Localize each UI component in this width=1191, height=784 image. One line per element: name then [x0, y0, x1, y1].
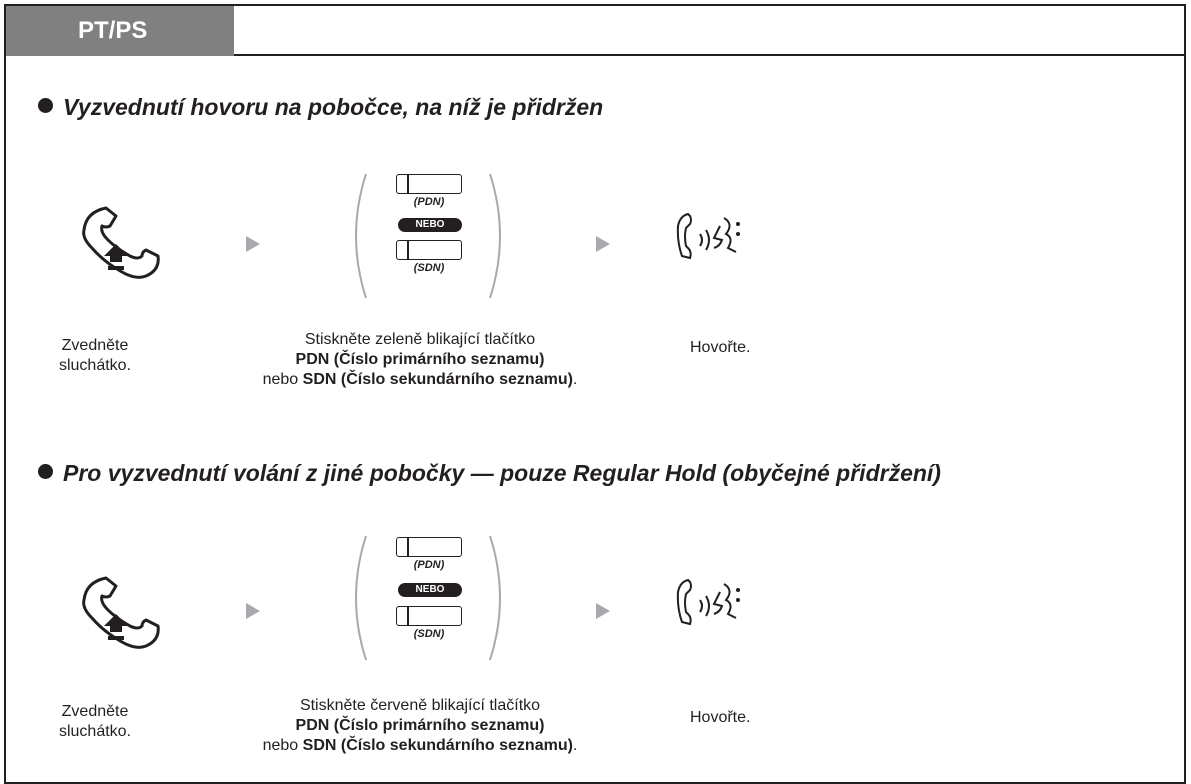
- pdn-key-label: (PDN): [413, 196, 445, 208]
- header-rule: [234, 54, 1184, 56]
- bullet-icon: [38, 464, 53, 479]
- section-title-text: Pro vyzvednutí volání z jiné pobočky — p…: [63, 460, 941, 486]
- step-press-caption: Stiskněte červeně blikající tlačítko PDN…: [190, 696, 650, 756]
- step-press-caption: Stiskněte zeleně blikající tlačítko PDN …: [190, 330, 650, 390]
- or-badge: NEBO: [398, 218, 462, 232]
- pdn-key-icon: [396, 174, 462, 194]
- caption-line: Zvedněte: [61, 337, 129, 354]
- pdn-key-icon: [396, 537, 462, 557]
- key-group-bracket: [355, 173, 501, 299]
- step-talk-caption: Hovořte.: [690, 709, 751, 726]
- caption-line: PDN (Číslo primárního seznamu): [295, 717, 545, 734]
- sdn-key-label: (SDN): [413, 262, 445, 274]
- caption-line: Zvedněte: [61, 703, 129, 720]
- sdn-key-label: (SDN): [413, 628, 445, 640]
- section-title-text: Vyzvednutí hovoru na pobočce, na níž je …: [63, 94, 604, 120]
- caption-line: nebo SDN (Číslo sekundárního seznamu).: [190, 370, 650, 390]
- caption-line: Stiskněte červeně blikající tlačítko: [299, 697, 541, 714]
- caption-text: SDN (Číslo sekundárního seznamu): [302, 737, 573, 754]
- sdn-key-icon: [396, 606, 462, 626]
- talk-icon: [676, 212, 740, 260]
- sdn-key-icon: [396, 240, 462, 260]
- procedure-frame: [4, 4, 1186, 784]
- caption-text: nebo: [262, 737, 303, 754]
- device-tab: PT/PS: [6, 6, 234, 56]
- caption-text: nebo: [262, 371, 303, 388]
- caption-line: nebo SDN (Číslo sekundárního seznamu).: [190, 736, 650, 756]
- step-arrow-icon: [596, 603, 610, 619]
- device-tab-label: PT/PS: [78, 17, 148, 44]
- section-title-1: Vyzvednutí hovoru na pobočce, na níž je …: [38, 94, 603, 121]
- key-group-bracket: [355, 535, 501, 661]
- caption-text: .: [572, 737, 578, 754]
- caption-text: SDN (Číslo sekundárního seznamu): [302, 371, 573, 388]
- handset-offhook-icon: [82, 206, 160, 279]
- talk-icon: [676, 578, 740, 626]
- bullet-icon: [38, 98, 53, 113]
- caption-line: PDN (Číslo primárního seznamu): [295, 351, 545, 368]
- caption-text: .: [572, 371, 578, 388]
- step-offhook-caption: Zvedněte sluchátko.: [40, 336, 150, 376]
- caption-line: sluchátko.: [58, 357, 132, 374]
- caption-line: sluchátko.: [58, 723, 132, 740]
- section-title-2: Pro vyzvednutí volání z jiné pobočky — p…: [38, 460, 941, 487]
- step-talk-caption: Hovořte.: [690, 339, 751, 356]
- step-arrow-icon: [246, 236, 260, 252]
- step-arrow-icon: [246, 603, 260, 619]
- pdn-key-label: (PDN): [413, 559, 445, 571]
- step-arrow-icon: [596, 236, 610, 252]
- step-offhook-caption: Zvedněte sluchátko.: [40, 702, 150, 742]
- or-badge: NEBO: [398, 583, 462, 597]
- handset-offhook-icon: [82, 576, 160, 649]
- caption-line: Stiskněte zeleně blikající tlačítko: [304, 331, 536, 348]
